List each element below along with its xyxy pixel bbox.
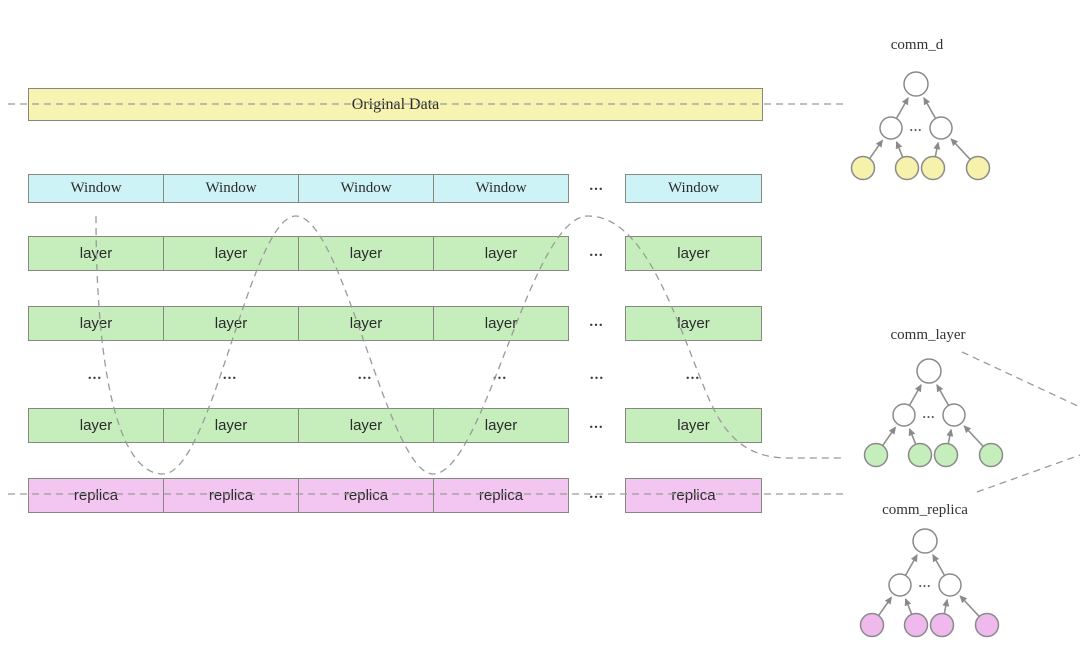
tree-leaf-node [974,612,1000,638]
tree-leaf-node [903,612,929,638]
window-cell: Window [28,174,164,203]
layer-label: layer [484,315,518,332]
layer-cell: layer [28,408,164,443]
tree-root-node [912,528,938,554]
layer-label: layer [79,417,113,434]
comm-layer-bracket-bottom-line [976,454,1080,493]
layer-label: layer [214,315,248,332]
tree-leaf-node [850,155,876,181]
layer-cell: layer [625,236,762,271]
tree-leaf-node [933,442,959,468]
window-label: Window [205,180,257,196]
replica-cell: replica [298,478,434,513]
replica-label: replica [73,487,119,504]
comm-replica-label: comm_replica [882,502,968,518]
window-cell: Window [433,174,569,203]
column1-ellipsis: ... [87,367,103,383]
layer-cell: layer [433,408,569,443]
layer-row3-ellipsis: ... [589,416,604,432]
window-row-ellipsis: ... [589,178,604,194]
layer-label: layer [79,245,113,262]
replica-label: replica [343,487,389,504]
column3-ellipsis: ... [357,367,373,383]
window-label: Window [340,180,392,196]
layer-row1-ellipsis: ... [589,244,604,260]
original-data-bar: Original Data [28,88,763,121]
tree-leaf-node [965,155,991,181]
tree-leaf-node [907,442,933,468]
tree-leaf-node [929,612,955,638]
layer-cell: layer [298,306,434,341]
gap-column-ellipsis: ... [589,367,605,383]
tree-mid-node [938,573,962,597]
window-cell: Window [625,174,762,203]
tree-leaf-node [859,612,885,638]
tree-mid-node [942,403,966,427]
window-label: Window [667,180,720,196]
comm-layer-inner-ellipsis: ... [922,406,936,421]
comm-replica-inner-ellipsis: ... [918,575,932,590]
layer-label: layer [484,245,518,262]
column4-ellipsis: ... [492,367,508,383]
comm-d-label: comm_d [890,37,944,53]
replica-cell: replica [28,478,164,513]
layer-label: layer [349,245,383,262]
tree-leaf-node [920,155,946,181]
layer-label: layer [79,315,113,332]
layer-label: layer [349,315,383,332]
replica-cell: replica [163,478,299,513]
window-label: Window [475,180,527,196]
replica-cell: replica [433,478,569,513]
comm-d-inner-ellipsis: ... [909,119,923,134]
layer-cell: layer [433,306,569,341]
layer-cell: layer [163,408,299,443]
layer-cell: layer [625,306,762,341]
original-data-label: Original Data [351,95,440,113]
layer-cell: layer [625,408,762,443]
tree-mid-node [929,116,953,140]
tree-leaf-node [894,155,920,181]
layer-label: layer [214,417,248,434]
layer-label: layer [677,315,710,332]
column5-ellipsis: ... [685,367,701,383]
replica-label: replica [671,487,716,504]
tree-root-node [916,358,942,384]
layer-row2-ellipsis: ... [589,314,604,330]
layer-cell: layer [163,236,299,271]
layer-label: layer [677,245,710,262]
window-label: Window [70,180,122,196]
replica-label: replica [478,487,524,504]
tree-root-node [903,71,929,97]
layer-cell: layer [28,236,164,271]
column2-ellipsis: ... [222,367,238,383]
replica-label: replica [208,487,254,504]
layer-cell: layer [298,408,434,443]
layer-label: layer [484,417,518,434]
layer-cell: layer [433,236,569,271]
comm-layer-bracket-top-line [961,351,1080,408]
layer-label: layer [214,245,248,262]
layer-cell: layer [163,306,299,341]
tree-leaf-node [863,442,889,468]
layer-cell: layer [298,236,434,271]
replica-row-ellipsis: ... [589,486,604,502]
replica-cell: replica [625,478,762,513]
window-cell: Window [298,174,434,203]
comm-layer-label: comm_layer [890,327,966,343]
layer-cell: layer [28,306,164,341]
layer-label: layer [349,417,383,434]
layer-label: layer [677,417,710,434]
tree-leaf-node [978,442,1004,468]
window-cell: Window [163,174,299,203]
